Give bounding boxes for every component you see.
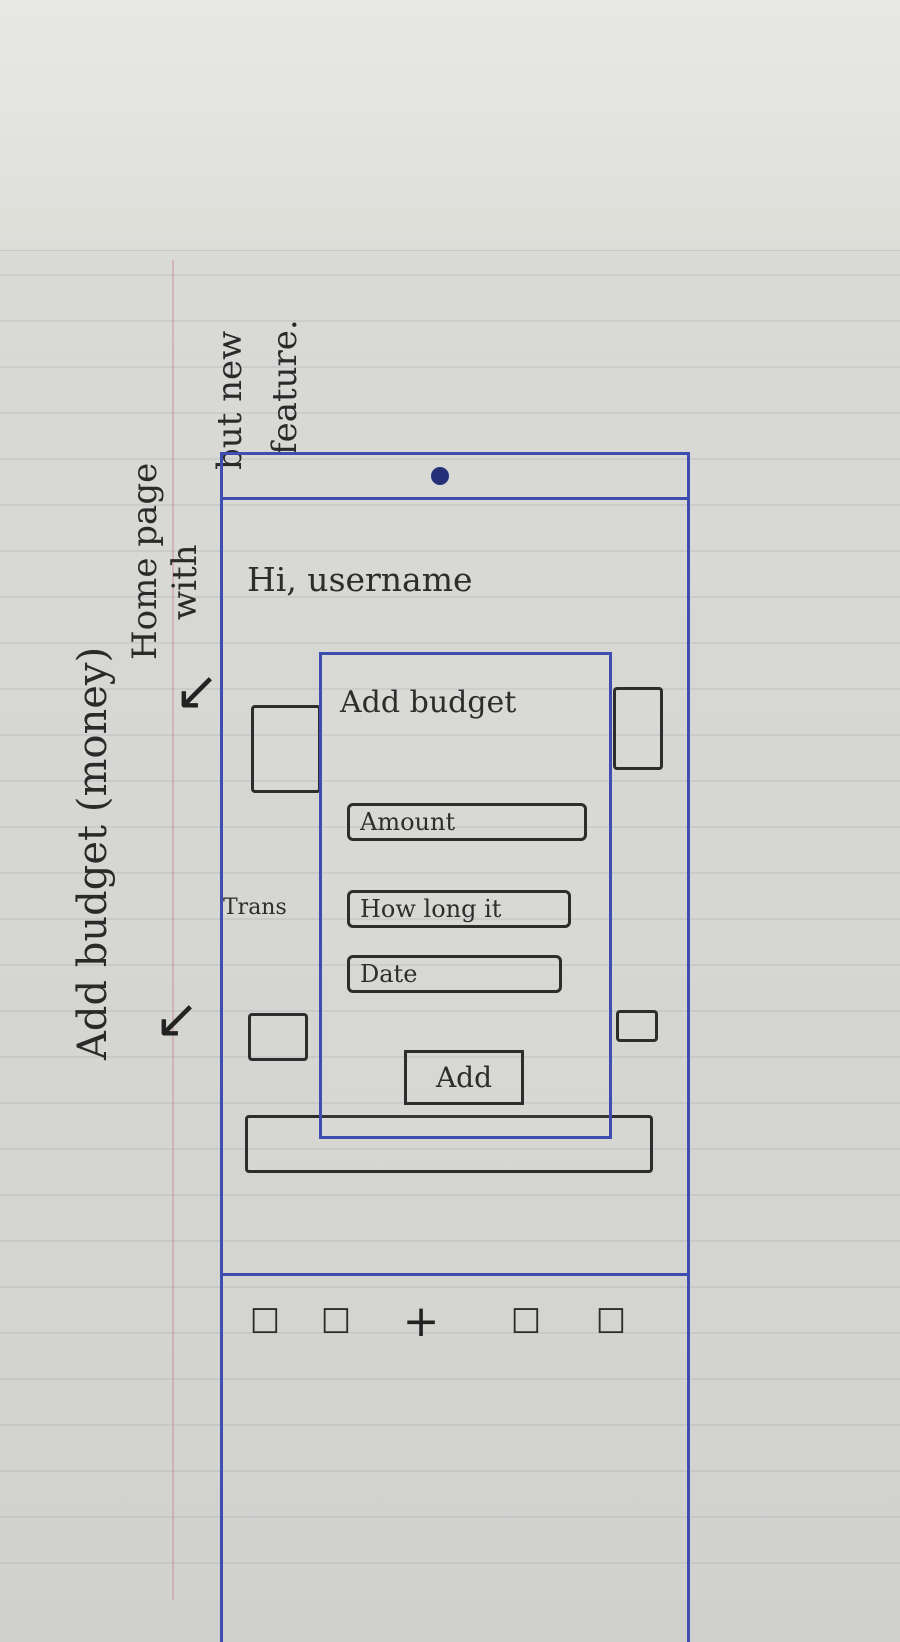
bottom-nav: ☐ ☐ + ☐ ☐ [223, 1273, 687, 1393]
sketch-note-title: Add budget (money) [70, 646, 116, 1060]
date-input[interactable] [347, 955, 562, 993]
greeting-text: Hi, username [247, 560, 473, 599]
paper-top-fold [0, 0, 900, 251]
home-card-bottom[interactable] [245, 1115, 653, 1173]
home-card-label: Trans [223, 895, 287, 920]
modal-title: Add budget [340, 685, 517, 720]
sketch-note-with: with [165, 544, 205, 620]
home-icon[interactable]: ☐ [249, 1302, 281, 1342]
status-bar [223, 455, 687, 500]
home-card-left-top[interactable] [251, 705, 321, 793]
chart-icon[interactable]: ☐ [510, 1302, 542, 1342]
phone-frame: Hi, username Trans Add budget Add ☐ ☐ + … [220, 452, 690, 1642]
home-card-left-mid[interactable] [248, 1013, 308, 1061]
camera-dot-icon [431, 467, 449, 485]
add-button[interactable]: Add [404, 1050, 524, 1105]
home-card-right-top[interactable] [613, 687, 663, 770]
arrow-down-left-icon: ↙ [174, 659, 220, 722]
sketch-note-feature: feature. [265, 319, 305, 455]
margin-line [172, 260, 174, 1600]
amount-input[interactable] [347, 803, 587, 841]
sketch-note-home-page: Home page [125, 462, 165, 660]
sketch-note-but-new: but new [210, 330, 250, 470]
arrow-down-left-icon: ↙ [154, 987, 200, 1050]
plus-icon[interactable]: + [402, 1296, 440, 1347]
duration-input[interactable] [347, 890, 571, 928]
add-budget-modal: Add budget Add [319, 652, 612, 1139]
home-card-right-mid[interactable] [616, 1010, 658, 1042]
list-icon[interactable]: ☐ [320, 1302, 352, 1342]
profile-icon[interactable]: ☐ [595, 1302, 627, 1342]
